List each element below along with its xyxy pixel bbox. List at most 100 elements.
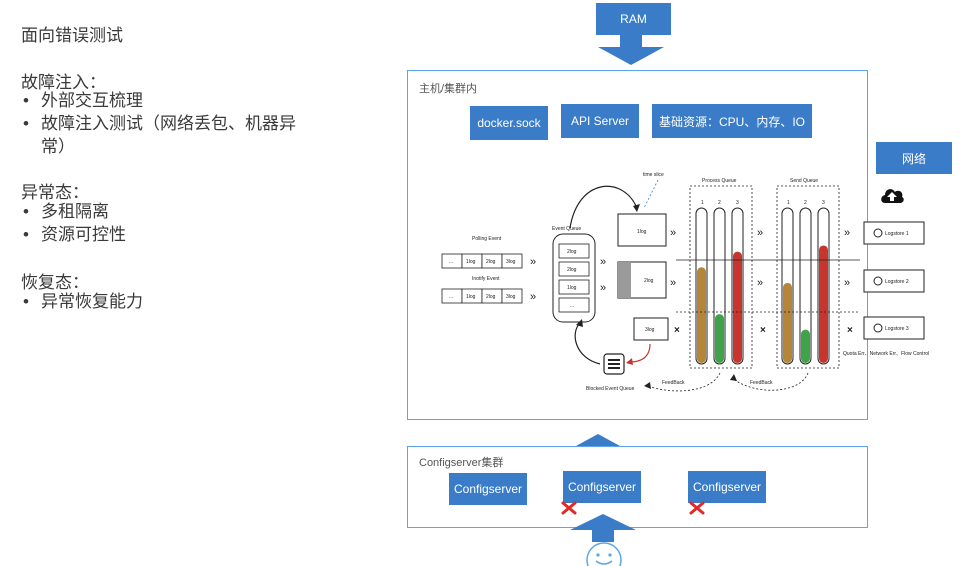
blocked-event-queue-label: Blocked Event Queue [586,386,635,392]
inotify-cell: 1log [466,294,476,300]
ram-label: RAM [620,12,647,26]
failure-x-icon [561,501,577,515]
dispatch-arrow [569,185,637,229]
configserver-cluster-label: Configserver集群 [419,457,504,469]
chevron-right-icon: » [600,256,606,268]
host-cluster-label: 主机/集群内 [419,83,478,95]
queue-number: 3 [822,200,825,206]
chevron-right-icon: » [670,277,676,289]
process-queue-fill [733,251,742,363]
failure-x-icon [689,501,705,515]
inotify-cell: ... [449,294,453,300]
section-fault-injection-list: 外部交互梳理 故障注入测试（网络丢包、机器异常） [21,89,321,158]
queue-number: 3 [736,200,739,206]
polling-cell: ... [449,259,453,265]
docker-sock-box: docker.sock [470,106,548,140]
queue-number: 1 [701,200,704,206]
section-fault-injection-heading: 故障注入： [21,73,106,92]
api-server-label: API Server [570,114,630,128]
process-queue-frame [689,185,753,369]
send-queue-label: Send Queue [790,178,818,184]
user-up-arrow-icon [570,514,636,542]
polling-event-row: ... 1log 2log 3log [441,253,523,269]
ram-box: RAM [596,3,671,35]
queue-number: 2 [718,200,721,206]
logstore-label: Logstore 3 [885,326,909,332]
configserver-node-label: Configserver [692,480,762,494]
processing-box [633,317,669,341]
list-item: 外部交互梳理 [21,89,321,112]
chevron-right-icon: » [530,291,536,303]
inotify-cell: 2log [486,294,496,300]
process-queue-bars [695,207,744,365]
configserver-node-label: Configserver [567,480,637,494]
configserver-node-2: Configserver [563,471,641,503]
process-queue-fill [715,314,724,363]
processing-box-label: 3log [645,327,655,333]
chevron-right-icon: » [757,227,763,239]
log-pipeline-diagram: Polling Event ... 1log 2log 3log Inotify… [441,172,929,392]
base-resources-label: 基础资源：CPU、内存、IO [658,114,805,129]
event-queue-label: Event Queue [552,226,581,232]
chevron-right-icon: » [530,256,536,268]
chevron-right-icon: » [600,282,606,294]
feedback-label: FeedBack [662,380,685,386]
chevron-right-icon: » [670,227,676,239]
event-queue-cell: 2log [567,249,577,255]
section-recovery-heading: 恢复态： [21,273,89,292]
chevron-right-icon: » [844,227,850,239]
close-icon: × [760,325,766,336]
outline-title: 面向错误测试 [21,26,123,45]
cloud-upload-icon [881,189,904,203]
list-item: 资源可控性 [21,223,321,246]
event-queue-cell: ... [570,303,574,309]
chevron-right-icon: » [844,277,850,289]
network-label: 网络 [901,151,926,166]
api-server-box: API Server [561,104,639,138]
feedback-label: FeedBack [750,380,773,386]
logstore-label: Logstore 2 [885,279,909,285]
polling-cell: 2log [486,259,496,265]
list-item: 故障注入测试（网络丢包、机器异常） [21,112,311,158]
process-queue-fill [697,267,706,363]
inotify-event-label: Inotify Event [472,276,500,282]
close-icon: × [674,325,680,336]
inotify-cell: 3log [506,294,516,300]
list-item: 异常恢复能力 [21,290,321,313]
logstore-3: Logstore 3 [863,316,925,340]
processing-box-label: 1log [637,229,647,235]
inotify-event-row: ... 1log 2log 3log [441,288,523,304]
send-queue-tube [799,207,812,365]
polling-event-label: Polling Event [472,236,502,242]
processing-box [617,213,667,247]
feedback-arrow [647,372,721,392]
configserver-node-label: Configserver [453,482,523,496]
docker-sock-label: docker.sock [477,116,541,130]
send-queue-fill [801,329,810,363]
section-recovery-list: 异常恢复能力 [21,290,321,313]
section-abnormal-list: 多租隔离 资源可控性 [21,200,321,246]
chevron-right-icon: » [757,277,763,289]
send-queue-fill [819,245,828,363]
smiley-user-icon [586,542,622,566]
error-conditions-label: Quota Err、Network Err、Flow Control [843,351,929,357]
processing-box-label: 2log [644,278,654,284]
event-queue-cell: 1log [567,285,577,291]
close-icon: × [847,325,853,336]
send-queue-bars [781,207,830,365]
ram-down-arrow-icon [598,35,664,65]
network-box: 网络 [876,142,952,174]
send-queue-frame [776,185,840,369]
send-queue-fill [783,282,792,363]
process-queue-label: Process Queue [702,178,737,184]
polling-cell: 3log [506,259,516,265]
event-queue-cell: 2log [567,267,577,273]
list-item: 多租隔离 [21,200,321,223]
section-abnormal-heading: 异常态： [21,183,89,202]
logstore-2: Logstore 2 [863,269,925,293]
configserver-node-1: Configserver [449,473,527,505]
queue-number: 1 [787,200,790,206]
logstore-1: Logstore 1 [863,221,925,245]
queue-number: 2 [804,200,807,206]
polling-cell: 1log [466,259,476,265]
